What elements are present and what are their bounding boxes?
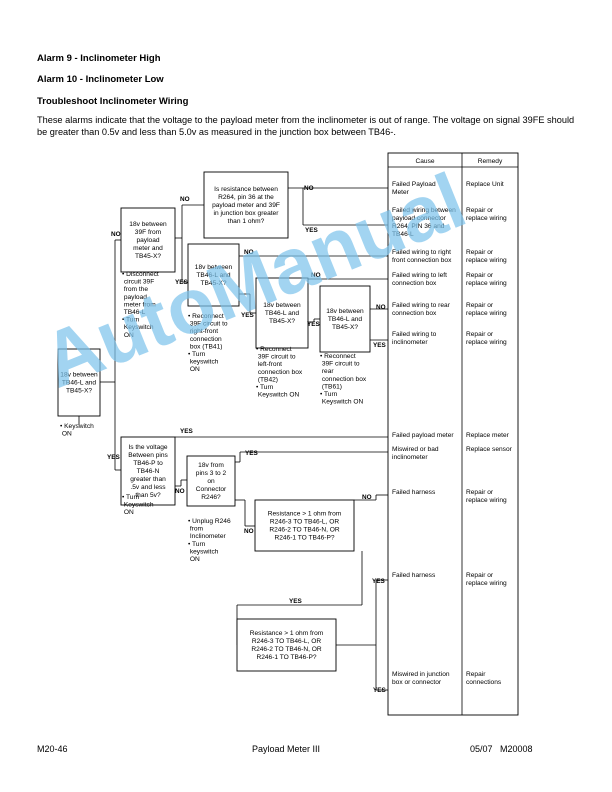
edge-label: NO <box>311 272 321 279</box>
decision-box <box>254 499 355 552</box>
remedy-cell: Replace Unit <box>466 181 504 188</box>
edge-label: NO <box>362 494 372 501</box>
decision-box <box>203 171 289 239</box>
edge-label: YES <box>289 598 303 605</box>
edge-label: NO <box>175 488 185 495</box>
alarm9-heading: Alarm 9 - Inclinometer High <box>37 53 161 64</box>
edge-label: YES <box>175 279 189 286</box>
remedy-header: Remedy <box>478 158 503 165</box>
edge-label: YES <box>241 312 255 319</box>
action-note: • Reconnect 39F circuit to right-front c… <box>188 313 228 373</box>
footer-title: Payload Meter III <box>252 744 321 754</box>
action-note: • Keyswitch ON <box>60 423 94 438</box>
edge-label: YES <box>305 227 319 234</box>
edge-label: YES <box>373 342 387 349</box>
decision-box <box>236 618 337 672</box>
edge-label: NO <box>244 249 254 256</box>
decision-box <box>120 207 176 273</box>
remedy-cell: Replace meter <box>466 432 510 439</box>
action-note: • Reconnect 39F circuit to left-front co… <box>256 346 303 399</box>
action-note: • Disconnect circuit 39F from the payloa… <box>122 271 159 339</box>
edge-label: YES <box>307 321 321 328</box>
decision-box <box>57 348 101 417</box>
troubleshoot-heading: Troubleshoot Inclinometer Wiring <box>37 96 189 107</box>
edge-label: NO <box>111 231 121 238</box>
action-note: • Unplug R246 from Inclinometer• Turn ke… <box>188 518 231 563</box>
decision-box <box>120 436 176 506</box>
edge-label: YES <box>180 428 194 435</box>
cause-cell: Failed harness <box>392 572 436 579</box>
decision-box <box>255 277 309 349</box>
decision-box <box>319 285 371 353</box>
edge-label: YES <box>107 454 121 461</box>
intro-paragraph: These alarms indicate that the voltage t… <box>37 115 575 137</box>
edge-label: NO <box>244 528 254 535</box>
cause-cell: Failed payload meter <box>392 432 454 439</box>
decision-box <box>187 243 240 307</box>
edge-label: NO <box>180 196 190 203</box>
action-note: • Turn Keyswitch ON <box>122 494 154 516</box>
footer-date-doc: 05/07 M20008 <box>470 744 533 754</box>
edge-label: NO <box>304 185 314 192</box>
edge-label: YES <box>245 450 259 457</box>
footer-page-number: M20-46 <box>37 744 68 754</box>
remedy-cell: Replace sensor <box>466 446 513 453</box>
cause-cell: Failed harness <box>392 489 436 496</box>
edge-label: YES <box>373 687 387 694</box>
action-note: • Reconnect 39F circuit to rear connecti… <box>320 353 367 406</box>
cause-header: Cause <box>415 158 434 165</box>
edge-label: YES <box>372 578 386 585</box>
alarm10-heading: Alarm 10 - Inclinometer Low <box>37 74 164 85</box>
decision-box <box>186 455 236 507</box>
cause-remedy-table <box>387 152 519 716</box>
edge-label: NO <box>376 304 386 311</box>
